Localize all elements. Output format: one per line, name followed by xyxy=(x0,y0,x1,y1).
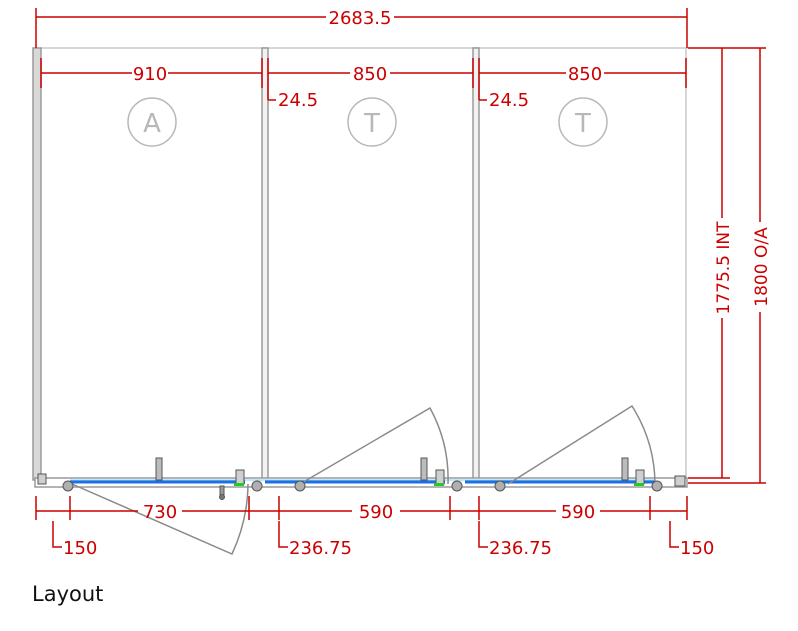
divider-panel-1 xyxy=(261,47,269,481)
pilaster-gap-2-label: 24.5 xyxy=(489,90,529,111)
dimension-lines xyxy=(35,8,766,548)
width-850a-label: 850 xyxy=(353,64,387,85)
pilaster-gap-1-label: 24.5 xyxy=(278,90,318,111)
cubicle-marker-2-letter: T xyxy=(363,109,380,139)
hinge-2a xyxy=(294,480,306,492)
width-910-label: 910 xyxy=(133,64,167,85)
cubicle-marker-1-letter: A xyxy=(143,109,161,139)
lock-3 xyxy=(635,469,645,485)
cubicle-marker-3-circle xyxy=(558,97,608,147)
cubicle-marker-2-circle xyxy=(347,97,397,147)
between-offset-1-label: 236.75 xyxy=(289,538,352,559)
door-1-swing xyxy=(71,483,249,555)
diagram-caption: Layout xyxy=(32,582,104,606)
leader-150-left xyxy=(52,521,62,548)
leader-236a xyxy=(278,521,288,548)
overall-height-label: 1800 O/A xyxy=(752,227,772,307)
leader-150-right xyxy=(669,521,679,548)
wall-bracket xyxy=(37,473,47,485)
seal-1 xyxy=(234,483,244,486)
leader-236b xyxy=(478,521,488,548)
door-width-2-label: 590 xyxy=(359,502,393,523)
cubicle-marker-1-circle xyxy=(127,97,177,147)
hardware xyxy=(37,457,686,500)
cubicle-markers: A T T xyxy=(127,97,608,147)
door-width-3-label: 590 xyxy=(561,502,595,523)
coat-hook-2 xyxy=(420,457,428,481)
left-wall-panel xyxy=(32,47,42,481)
door-3-swing xyxy=(507,404,656,485)
coat-hook-3 xyxy=(621,457,629,481)
end-offset-right-label: 150 xyxy=(680,538,714,559)
end-bracket xyxy=(674,475,686,487)
cubicle-marker-3-letter: T xyxy=(574,109,591,139)
doors xyxy=(71,404,656,555)
door-2-swing xyxy=(299,406,449,485)
hinge-1b xyxy=(251,480,263,492)
lock-1 xyxy=(235,469,245,485)
door-width-1-label: 730 xyxy=(143,502,177,523)
seal-2 xyxy=(434,483,444,486)
between-offset-2-label: 236.75 xyxy=(489,538,552,559)
seal-3 xyxy=(634,483,644,486)
hinge-2b xyxy=(451,480,463,492)
overall-width-label: 2683.5 xyxy=(329,8,392,29)
hinge-1a xyxy=(62,480,74,492)
width-850b-label: 850 xyxy=(568,64,602,85)
coat-hook-1 xyxy=(155,457,163,481)
end-offset-left-label: 150 xyxy=(63,538,97,559)
lock-2 xyxy=(435,469,445,485)
partition-structure xyxy=(32,47,688,488)
internal-height-label: 1775.5 INT xyxy=(714,221,734,315)
hinge-3a xyxy=(494,480,506,492)
divider-panel-2 xyxy=(472,47,480,481)
hinge-3b xyxy=(651,480,663,492)
door-bumper-tip xyxy=(219,494,225,500)
